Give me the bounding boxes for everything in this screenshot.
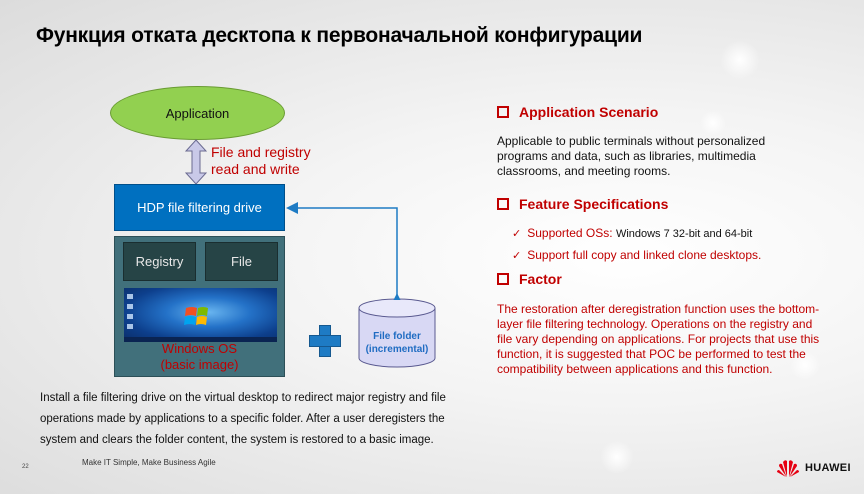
- double-arrow-icon: [185, 139, 207, 185]
- scenario-heading-text: Application Scenario: [519, 104, 659, 120]
- file-box: File: [205, 242, 278, 281]
- huawei-logo-icon: [777, 460, 799, 477]
- square-bullet-icon: [497, 198, 509, 210]
- arrow-label-line2: read and write: [211, 161, 300, 177]
- arrow-label-line1: File and registry: [211, 144, 311, 160]
- footer-slogan: Make IT Simple, Make Business Agile: [82, 458, 216, 467]
- page-title: Функция отката десктопа к первоначальной…: [36, 24, 643, 47]
- square-bullet-icon: [497, 273, 509, 285]
- file-label: File: [231, 254, 252, 269]
- file-folder-cylinder: [358, 298, 436, 368]
- plus-icon: [309, 325, 341, 357]
- factor-heading: Factor: [497, 271, 837, 287]
- description-text: Install a file filtering drive on the vi…: [40, 392, 446, 446]
- scenario-heading: Application Scenario: [497, 104, 837, 120]
- windows-os-label: Windows OS (basic image): [114, 341, 285, 373]
- application-label: Application: [165, 105, 230, 121]
- arrow-label: File and registry read and write: [211, 144, 311, 178]
- hdp-label: HDP file filtering drive: [137, 200, 262, 215]
- windows-label-line1: Windows OS: [161, 341, 238, 356]
- spec-2-text: Support full copy and linked clone deskt…: [527, 248, 762, 262]
- huawei-brand-text: HUAWEI: [805, 462, 851, 474]
- spec-heading-text: Feature Specifications: [519, 196, 669, 212]
- registry-label: Registry: [135, 254, 184, 269]
- background-bubble: [600, 440, 634, 474]
- background-bubble: [700, 110, 726, 136]
- square-bullet-icon: [497, 106, 509, 118]
- checkmark-icon: ✓: [512, 249, 522, 262]
- factor-text: The restoration after deregistration fun…: [497, 302, 820, 376]
- registry-box: Registry: [123, 242, 196, 281]
- page-number: 22: [22, 464, 29, 470]
- spec-1-prefix: Supported OSs:: [527, 226, 616, 240]
- checkmark-icon: ✓: [512, 227, 522, 240]
- windows-label-line2: (basic image): [160, 357, 239, 372]
- windows-logo-icon: [124, 294, 277, 342]
- scenario-text: Applicable to public terminals without p…: [497, 134, 766, 178]
- hdp-filter-drive-box: HDP file filtering drive: [114, 184, 285, 231]
- windows-desktop-screenshot: [124, 288, 277, 342]
- file-folder-label: File folder (incremental): [357, 330, 437, 356]
- spec-1-detail: Windows 7 32-bit and 64-bit: [615, 228, 753, 240]
- spec-item-clone: ✓ Support full copy and linked clone des…: [512, 248, 761, 262]
- folder-label-line2: (incremental): [365, 344, 429, 355]
- spec-heading: Feature Specifications: [497, 196, 837, 212]
- background-bubble: [720, 40, 760, 80]
- connector-arrow: [286, 202, 403, 300]
- spec-item-os: ✓ Supported OSs: Windows 7 32-bit and 64…: [512, 226, 752, 240]
- background-bubble: [790, 350, 820, 380]
- factor-heading-text: Factor: [519, 271, 562, 287]
- application-ellipse: Application: [110, 86, 285, 140]
- folder-label-line1: File folder: [373, 331, 421, 342]
